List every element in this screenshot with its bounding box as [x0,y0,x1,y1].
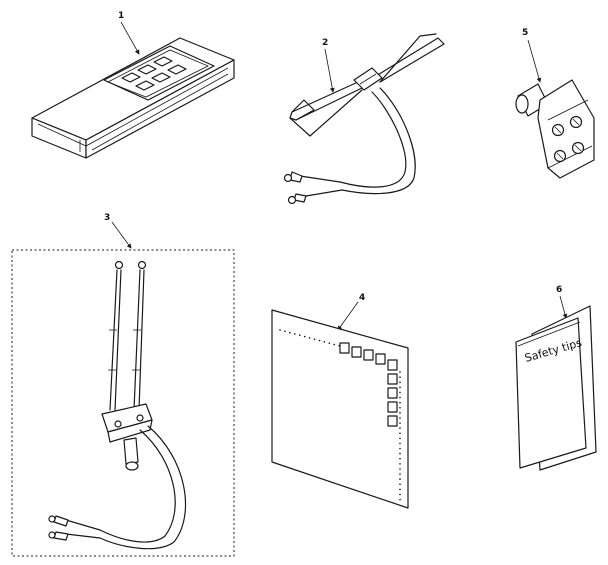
part-4-instruction-sheet: 4 [271,293,409,509]
part-3-dashed-box [11,249,235,557]
callout-5: 5 [522,28,528,38]
part-2-antenna-wire: 2 [283,33,445,205]
leader-4 [337,301,359,331]
callout-2: 2 [322,38,328,48]
sheet-squares [339,342,398,427]
callout-1: 1 [118,11,124,21]
part-3-telescoping-antenna: 3 [11,213,235,557]
part-1-remote-control: 1 [31,11,235,159]
remote-buttons [121,56,187,91]
leader-2 [324,48,335,93]
callout-4: 4 [359,293,365,303]
leader-5 [527,39,542,83]
callout-6: 6 [556,285,562,295]
part-5-adapter: 5 [515,28,595,179]
leader-1 [120,21,140,55]
leader-6 [559,295,568,319]
part-6-safety-booklet: 6 Safety tips [515,285,597,471]
callout-3: 3 [104,213,110,223]
adapter-terminals [551,115,585,163]
leader-3 [111,221,132,249]
